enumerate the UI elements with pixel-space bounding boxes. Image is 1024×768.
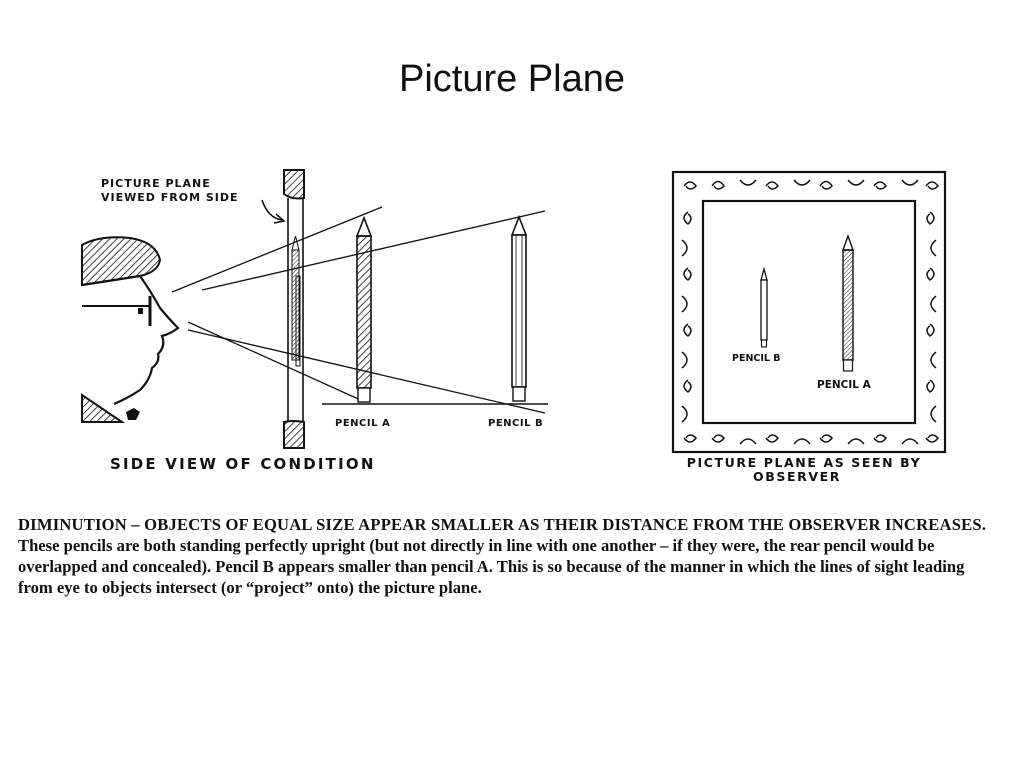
- annotation-arrow: [261, 199, 283, 221]
- annotation-label-line2: VIEWED FROM SIDE: [101, 191, 239, 204]
- observer-view-caption-line1: PICTURE PLANE AS SEEN BY: [687, 455, 922, 470]
- diminution-description: DIMINUTION – OBJECTS OF EQUAL SIZE APPEA…: [18, 514, 998, 598]
- annotation-label-line1: PICTURE PLANE: [101, 177, 211, 190]
- observer-view-caption-line2: OBSERVER: [753, 469, 841, 484]
- frame-ornament: [681, 179, 939, 445]
- pencil-a-side: [355, 215, 373, 403]
- pencil-b-projected: [760, 266, 768, 348]
- side-view-diagram: PICTURE PLANE VIEWED FROM SIDE PENCIL A …: [81, 169, 548, 473]
- pencil-b-side: [510, 214, 528, 402]
- description-lead: DIMINUTION – OBJECTS OF EQUAL SIZE APPEA…: [18, 515, 987, 534]
- slide-title: Picture Plane: [398, 58, 625, 100]
- ornate-frame: [671, 170, 947, 454]
- pencil-a-projected-label: PENCIL A: [817, 379, 872, 391]
- illustration: PICTURE PLANE VIEWED FROM SIDE PENCIL A …: [81, 169, 947, 484]
- pencil-a-side-label: PENCIL A: [335, 418, 390, 429]
- picture-plane-window: [701, 199, 917, 425]
- side-view-caption: SIDE VIEW OF CONDITION: [110, 455, 376, 473]
- picture-plane-side: [283, 169, 305, 449]
- pencil-b-projected-label: PENCIL B: [732, 353, 781, 364]
- description-body: These pencils are both standing perfectl…: [18, 536, 965, 597]
- pencil-b-side-label: PENCIL B: [488, 418, 543, 429]
- observer-view-diagram: PENCIL B PENCIL A PICTURE PLANE AS SEEN …: [671, 170, 947, 484]
- pencil-a-projected: [842, 233, 854, 372]
- observer-head: [81, 236, 180, 423]
